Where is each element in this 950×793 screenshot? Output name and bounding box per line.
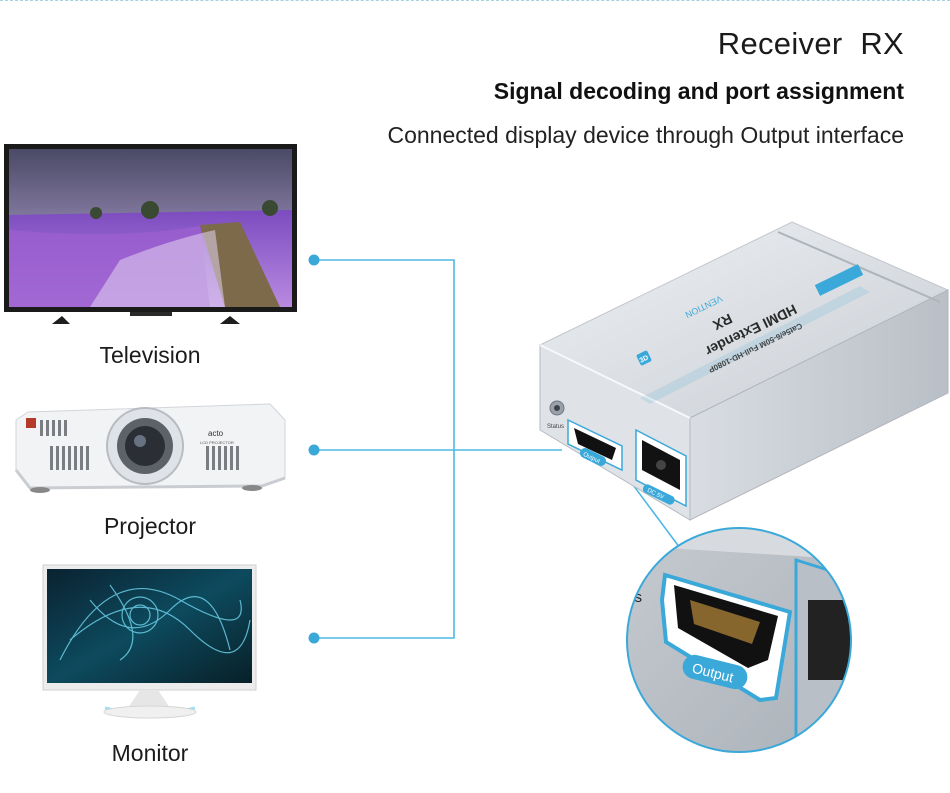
projector-brand-sub: LCD PROJECTOR <box>200 440 234 445</box>
tv-connector-dot <box>308 254 320 266</box>
monitor-connector-dot <box>308 632 320 644</box>
television-icon <box>4 144 297 324</box>
television-label: Television <box>99 342 201 368</box>
projector-connector-dot <box>308 444 320 456</box>
monitor-icon <box>42 564 257 719</box>
receiver-3d-badge: 3D <box>639 354 650 364</box>
receiver-model-line2: RX <box>710 311 735 334</box>
page-title: Receiver RX <box>717 26 904 61</box>
page-description: Connected display device through Output … <box>387 122 904 148</box>
zoom-detail: Output tus <box>626 527 852 753</box>
projector-label: Projector <box>103 513 197 539</box>
projector-icon: acto LCD PROJECTOR <box>14 403 286 493</box>
page-subtitle: Signal decoding and port assignment <box>493 78 904 104</box>
port-status-label: Status <box>547 424 564 430</box>
projector-brand-logo: acto <box>208 429 224 438</box>
top-dashed-rule <box>0 0 950 2</box>
monitor-label: Monitor <box>111 740 189 766</box>
receiver-box: HDMI Extender RX Cat5e/6-50M Full-HD-108… <box>538 221 950 521</box>
